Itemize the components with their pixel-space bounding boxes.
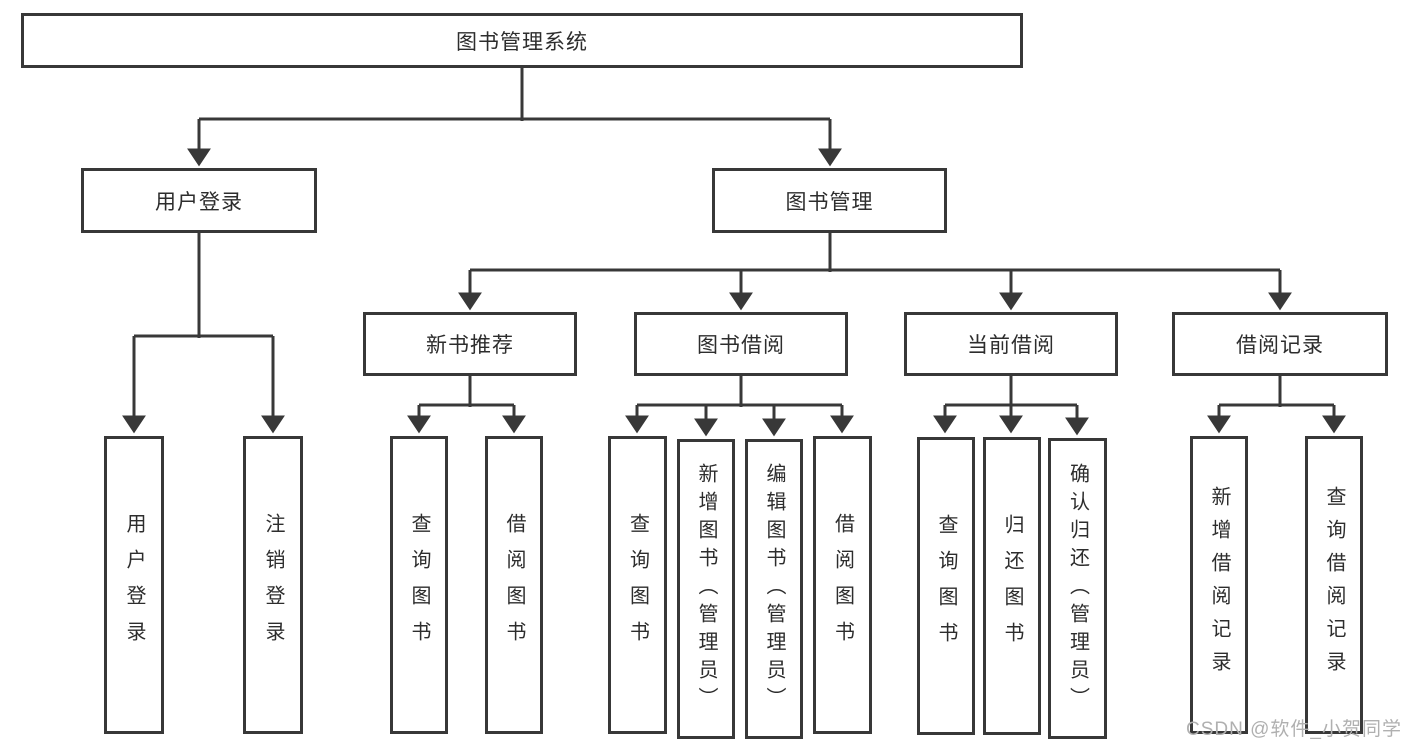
leaf-return-books-label: 归还图书 [1001,514,1023,658]
connector-root-to-level2 [187,68,842,167]
leaf-confirm-return-admin-label: 确认归还（管理员） [1066,462,1089,715]
node-user-login-label: 用户登录 [155,190,243,214]
leaf-borrow-books-label: 借阅图书 [831,513,854,657]
leaf-query-borrow-record-label: 查询借阅记录 [1323,486,1345,684]
leaf-add-books-admin: 新增图书（管理员） [677,439,735,739]
leaf-logout-label: 注销登录 [262,513,284,657]
node-book-borrow: 图书借阅 [634,312,848,376]
node-book-management: 图书管理 [712,168,947,233]
leaf-confirm-return-admin: 确认归还（管理员） [1048,438,1107,739]
leaf-query-books-recommend-label: 查询图书 [408,513,430,657]
node-new-book-recommend: 新书推荐 [363,312,577,376]
leaf-user-login-label: 用户登录 [123,513,145,657]
node-borrow-records: 借阅记录 [1172,312,1388,376]
csdn-watermark: CSDN @软件_小贺同学 [1186,719,1402,740]
leaf-edit-books-admin-label: 编辑图书（管理员） [763,463,785,715]
leaf-query-borrow-record: 查询借阅记录 [1305,436,1363,734]
leaf-query-books-current: 查询图书 [917,437,975,735]
node-root-label: 图书管理系统 [456,30,588,54]
leaf-logout: 注销登录 [243,436,303,734]
leaf-add-borrow-record: 新增借阅记录 [1190,436,1248,734]
leaf-query-books-borrow: 查询图书 [608,436,667,734]
leaf-add-books-admin-label: 新增图书（管理员） [695,463,717,715]
leaf-borrow-books-recommend-label: 借阅图书 [503,513,525,657]
node-user-login: 用户登录 [81,168,317,233]
node-new-book-recommend-label: 新书推荐 [426,334,514,357]
connector-current-borrow-children [933,376,1089,436]
connector-book-management-children [458,233,1292,311]
leaf-query-books-current-label: 查询图书 [935,514,957,658]
node-current-borrow: 当前借阅 [904,312,1118,376]
leaf-query-books-borrow-label: 查询图书 [626,513,649,657]
connector-borrow-records-children [1207,376,1346,434]
connector-new-book-recommend-children [407,376,526,434]
node-book-borrow-label: 图书借阅 [697,334,785,357]
connector-book-borrow-children [625,376,854,437]
leaf-add-borrow-record-label: 新增借阅记录 [1208,486,1230,684]
node-current-borrow-label: 当前借阅 [967,334,1055,357]
leaf-user-login: 用户登录 [104,436,164,734]
leaf-borrow-books: 借阅图书 [813,436,872,734]
leaf-query-books-recommend: 查询图书 [390,436,448,734]
node-root: 图书管理系统 [21,13,1023,68]
leaf-return-books: 归还图书 [983,437,1041,735]
node-book-management-label: 图书管理 [785,190,874,214]
connector-user-login-children [122,233,285,434]
leaf-edit-books-admin: 编辑图书（管理员） [745,439,803,739]
node-borrow-records-label: 借阅记录 [1236,334,1324,357]
leaf-borrow-books-recommend: 借阅图书 [485,436,543,734]
